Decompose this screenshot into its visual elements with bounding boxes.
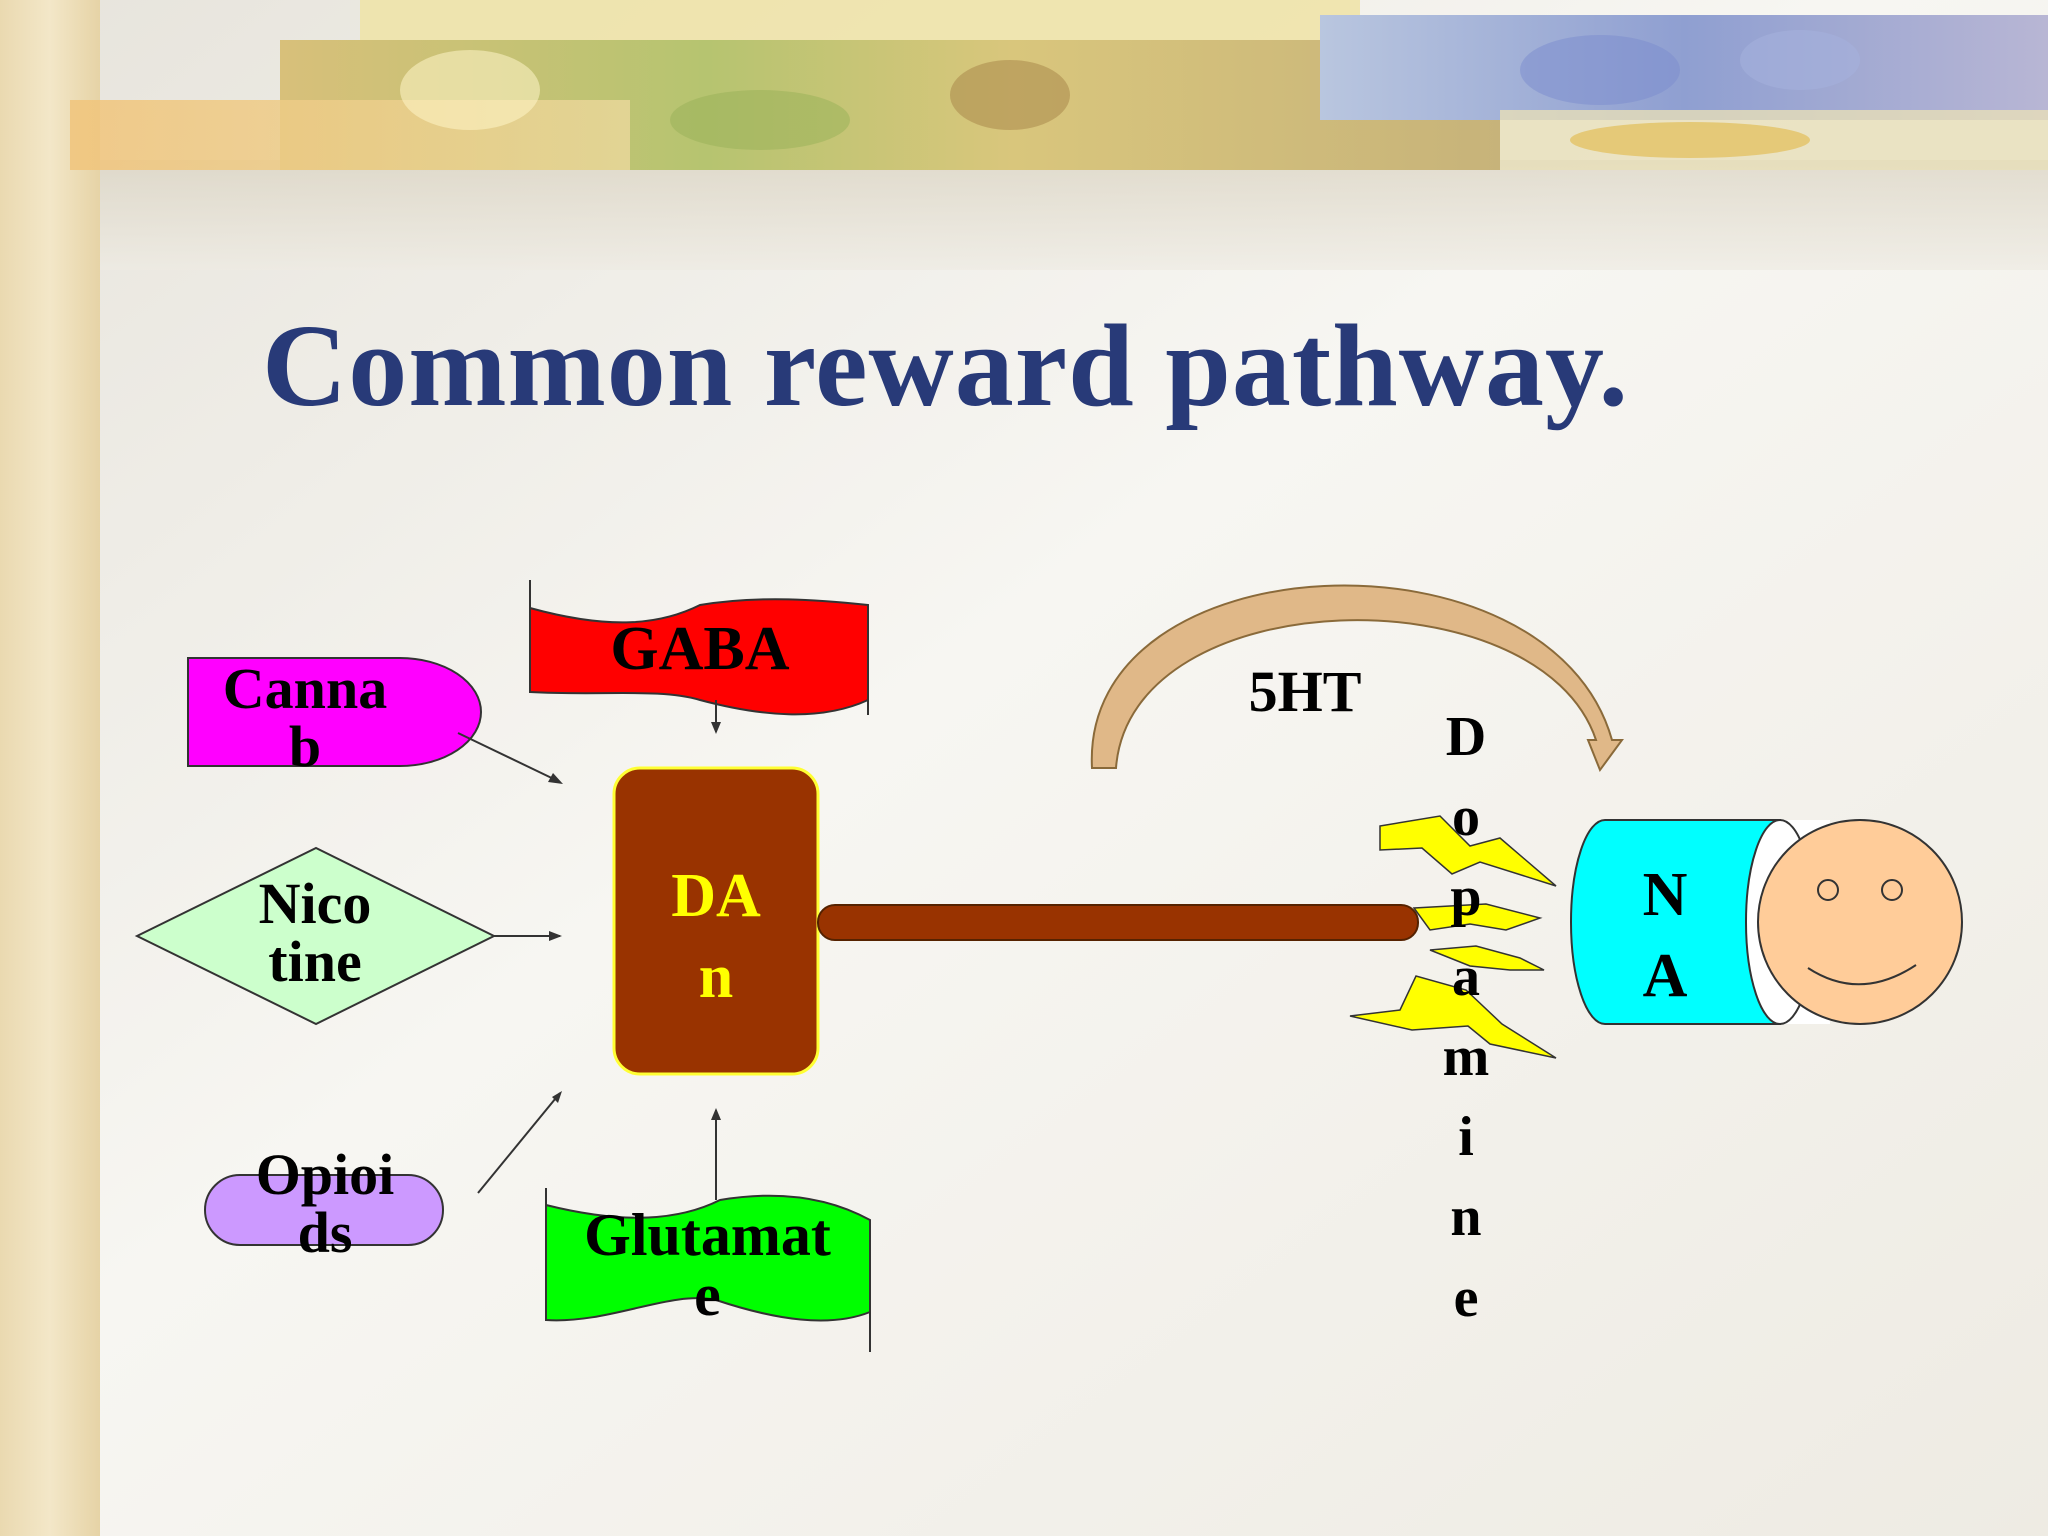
dopamine-label: D o p a m i n e: [1442, 706, 1490, 1329]
axon-shape: [817, 904, 1419, 941]
arrow-opioids: [477, 1092, 561, 1194]
serotonin-arrow: [1090, 584, 1624, 773]
opioids-shape: [204, 1174, 444, 1246]
nicotine-label: Nico tine: [258, 871, 372, 994]
lightning-bolts: [1349, 815, 1557, 1059]
opioids-label: Opioi ds: [255, 1142, 395, 1265]
face-shape: [1757, 819, 1963, 1025]
na-shape: [1570, 819, 1781, 1025]
cannab-shape: [187, 657, 482, 767]
na-label: N A: [1642, 861, 1688, 1010]
glutamate-label: Glutamat e: [584, 1202, 831, 1328]
gaba-label: GABA: [610, 615, 790, 683]
arrow-cannab: [457, 732, 561, 783]
slide-title: Common reward pathway.: [262, 300, 1630, 431]
dan-label: DA n: [671, 862, 761, 1011]
cannab-label: Canna b: [222, 656, 388, 779]
serotonin-label: 5HT: [1248, 659, 1362, 724]
